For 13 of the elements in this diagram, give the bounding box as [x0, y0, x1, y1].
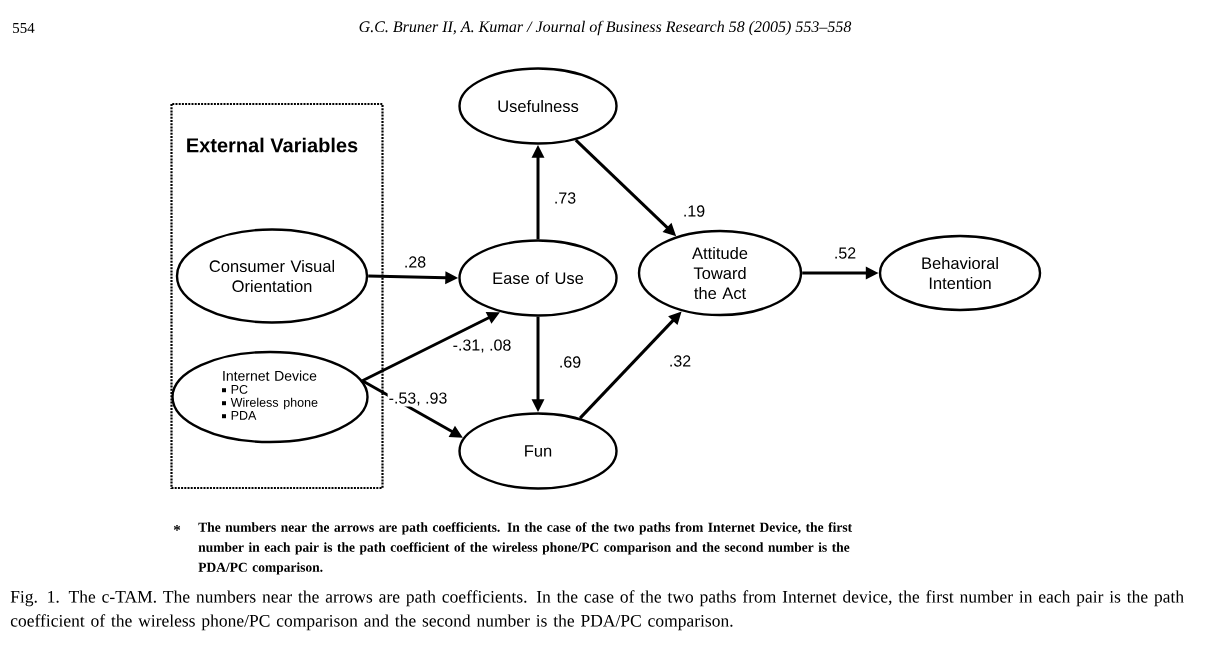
- edge-label: .69: [557, 355, 583, 369]
- edge-label: -.31, .08: [451, 338, 513, 354]
- footnote: The numbers near the arrows are path coefficients. In the case of the two paths from Internet Device, the first number in each pair is the path coefficient of the wireless phone/PC comparison and the second number is the PDA/PC comparison.: [198, 522, 853, 575]
- edge-label: .32: [667, 354, 693, 368]
- edge-label: .52: [832, 246, 858, 260]
- edge-label: .73: [552, 191, 578, 205]
- edge-label: -.53, .93: [387, 391, 449, 407]
- running-header: G.C. Bruner II, A. Kumar / Journal of Business Research 58 (2005) 553–558: [359, 20, 852, 36]
- footnote-mark: *: [173, 525, 181, 531]
- page-number: 554: [13, 23, 35, 33]
- edge-label: .19: [681, 204, 707, 218]
- edge-label: .28: [402, 255, 428, 269]
- figure-caption: Fig. 1. The c-TAM. The numbers near the arrows are path coefficients. In the case of the two paths from Internet device, the first number in each pair is the path coefficient of the wireless phone/PC comparison and the second number is the PDA/PC comparison.: [10, 590, 1184, 631]
